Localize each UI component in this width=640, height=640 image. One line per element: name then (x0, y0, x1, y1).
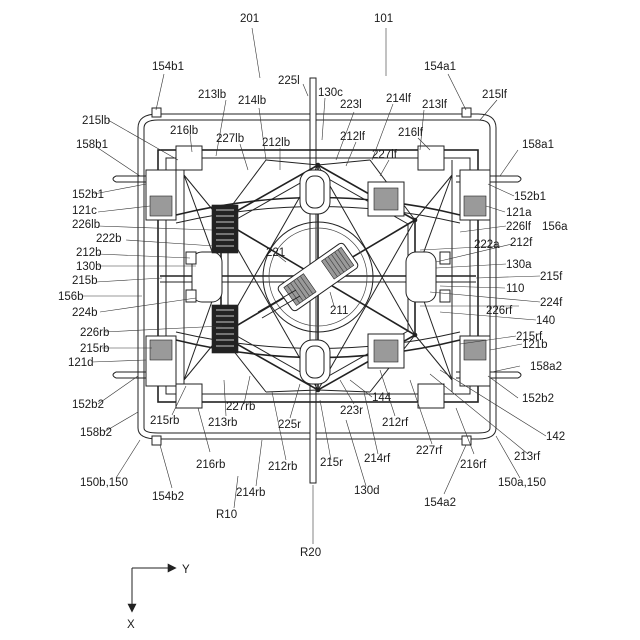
label-142: 142 (546, 431, 565, 443)
label-226lb: 226lb (72, 219, 100, 231)
label-156a: 156a (542, 221, 568, 233)
label-226lf: 226lf (506, 221, 532, 233)
label-224f: 224f (540, 297, 563, 309)
label-212lf: 212lf (340, 131, 366, 143)
label-121b: 121b (522, 339, 548, 351)
label-216rb: 216rb (196, 459, 225, 471)
label-215lf: 215lf (482, 89, 508, 101)
label-222b: 222b (96, 233, 122, 245)
label-150b-150: 150b,150 (80, 477, 128, 489)
label-130c: 130c (318, 87, 343, 99)
label-156b: 156b (58, 291, 84, 303)
label-158a2: 158a2 (530, 361, 562, 373)
label-101: 101 (374, 13, 393, 25)
label-222a: 222a (474, 239, 500, 251)
axis-y-label: Y (182, 564, 190, 576)
label-214lf: 214lf (386, 93, 412, 105)
label-212f: 212f (510, 237, 533, 249)
label-158b1: 158b1 (76, 139, 108, 151)
label-225r: 225r (278, 419, 301, 431)
label-214lb: 214lb (238, 95, 266, 107)
label-154a2: 154a2 (424, 497, 456, 509)
label-215r: 215r (320, 457, 343, 469)
label-211: 211 (330, 305, 348, 317)
label-212b: 212b (76, 247, 102, 259)
label-130a: 130a (506, 259, 532, 271)
label-152b1-left: 152b1 (72, 189, 104, 201)
label-213rb: 213rb (208, 417, 237, 429)
label-121a: 121a (506, 207, 532, 219)
label-215lb: 215lb (82, 115, 110, 127)
label-221: 221 (266, 247, 285, 259)
label-214rb: 214rb (236, 487, 265, 499)
label-223l: 223l (340, 99, 362, 111)
label-154a1: 154a1 (424, 61, 456, 73)
label-152b1-right: 152b1 (514, 191, 546, 203)
label-110: 110 (506, 283, 524, 295)
label-121d: 121d (68, 357, 94, 369)
axis-indicator: Y X (127, 564, 190, 631)
label-215f: 215f (540, 271, 563, 283)
label-212lb: 212lb (262, 137, 290, 149)
label-121c: 121c (72, 205, 97, 217)
label-227lf: 227lf (372, 149, 398, 161)
label-213lf: 213lf (422, 99, 448, 111)
label-130b: 130b (76, 261, 102, 273)
label-226rf: 226rf (486, 305, 513, 317)
label-226rb: 226rb (80, 327, 109, 339)
label-215rb: 215rb (80, 343, 109, 355)
label-227lb: 227lb (216, 133, 244, 145)
label-158a1: 158a1 (522, 139, 554, 151)
label-224b: 224b (72, 307, 98, 319)
label-213rf: 213rf (514, 451, 541, 463)
label-213lb: 213lb (198, 89, 226, 101)
label-216lf: 216lf (398, 127, 424, 139)
axis-x-label: X (127, 619, 135, 631)
label-225l: 225l (278, 75, 300, 87)
label-227rf: 227rf (416, 445, 443, 457)
label-201: 201 (240, 13, 259, 25)
label-158b2: 158b2 (80, 427, 112, 439)
label-214rf: 214rf (364, 453, 391, 465)
label-R20: R20 (300, 547, 321, 559)
label-R10: R10 (216, 509, 237, 521)
label-140: 140 (536, 315, 555, 327)
label-212rf: 212rf (382, 417, 409, 429)
label-150a-150: 150a,150 (498, 477, 546, 489)
label-154b1: 154b1 (152, 61, 184, 73)
label-144: 144 (372, 392, 392, 404)
label-215rb-lower: 215rb (150, 415, 179, 427)
label-152b2-right: 152b2 (522, 393, 554, 405)
label-216lb: 216lb (170, 125, 198, 137)
label-212rb: 212rb (268, 461, 297, 473)
label-152b2-left: 152b2 (72, 399, 104, 411)
label-216rf: 216rf (460, 459, 487, 471)
label-223r: 223r (340, 405, 363, 417)
label-215b: 215b (72, 275, 98, 287)
label-154b2: 154b2 (152, 491, 184, 503)
label-227rb: 227rb (226, 401, 255, 413)
label-130d: 130d (354, 485, 380, 497)
